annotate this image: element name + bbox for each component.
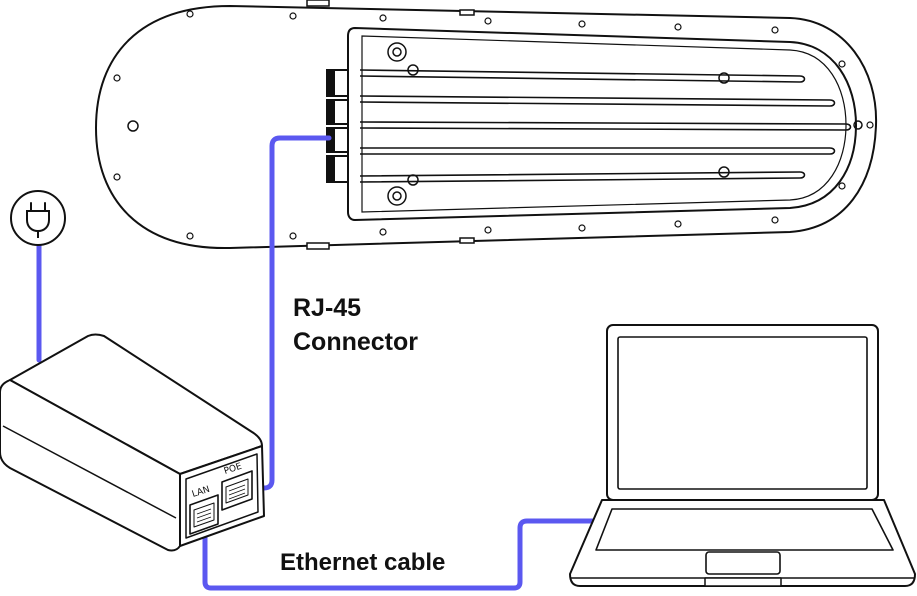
rim-screw xyxy=(838,60,846,68)
laptop-screen xyxy=(617,336,868,490)
rim-screw xyxy=(289,232,297,240)
ethernet-cable xyxy=(197,507,605,591)
rim-screw xyxy=(674,23,682,31)
antenna-mount-holes xyxy=(127,42,863,206)
antenna-device xyxy=(94,0,878,250)
injector-side xyxy=(0,379,181,552)
power-plug-icon xyxy=(10,190,66,246)
poe-port xyxy=(221,470,253,511)
rim-screw xyxy=(484,226,492,234)
injector-top xyxy=(9,333,263,475)
ethernet-cable-label: Ethernet cable xyxy=(280,549,445,576)
antenna-rim-screws xyxy=(113,10,874,240)
laptop-front-notch xyxy=(704,577,782,587)
rim-screw xyxy=(771,216,779,224)
rim-screw xyxy=(771,26,779,34)
rim-screw xyxy=(379,228,387,236)
rim-screw xyxy=(838,182,846,190)
rim-screw xyxy=(186,232,194,240)
antenna-panel-inner xyxy=(361,35,847,213)
rim-screw xyxy=(866,121,874,129)
rim-screw xyxy=(674,220,682,228)
rj45-label-line2: Connector xyxy=(293,328,418,356)
rim-screw xyxy=(578,224,586,232)
rim-screw xyxy=(379,14,387,22)
lan-port xyxy=(189,494,219,535)
laptop xyxy=(569,324,916,587)
laptop-keyboard xyxy=(595,508,894,551)
poe-injector xyxy=(0,333,265,552)
rim-screw xyxy=(113,173,121,181)
rim-screw xyxy=(113,74,121,82)
laptop-trackpad xyxy=(705,551,781,575)
rim-screw xyxy=(289,12,297,20)
rim-screw xyxy=(186,10,194,18)
rj45-label-line1: RJ-45 xyxy=(293,294,361,322)
rj45-cable xyxy=(235,135,332,491)
cables xyxy=(36,135,605,591)
rim-screw xyxy=(578,20,586,28)
antenna-tabs xyxy=(306,0,475,250)
antenna-connectors xyxy=(326,69,349,183)
antenna-ribs xyxy=(359,69,852,183)
rim-screw xyxy=(484,17,492,25)
